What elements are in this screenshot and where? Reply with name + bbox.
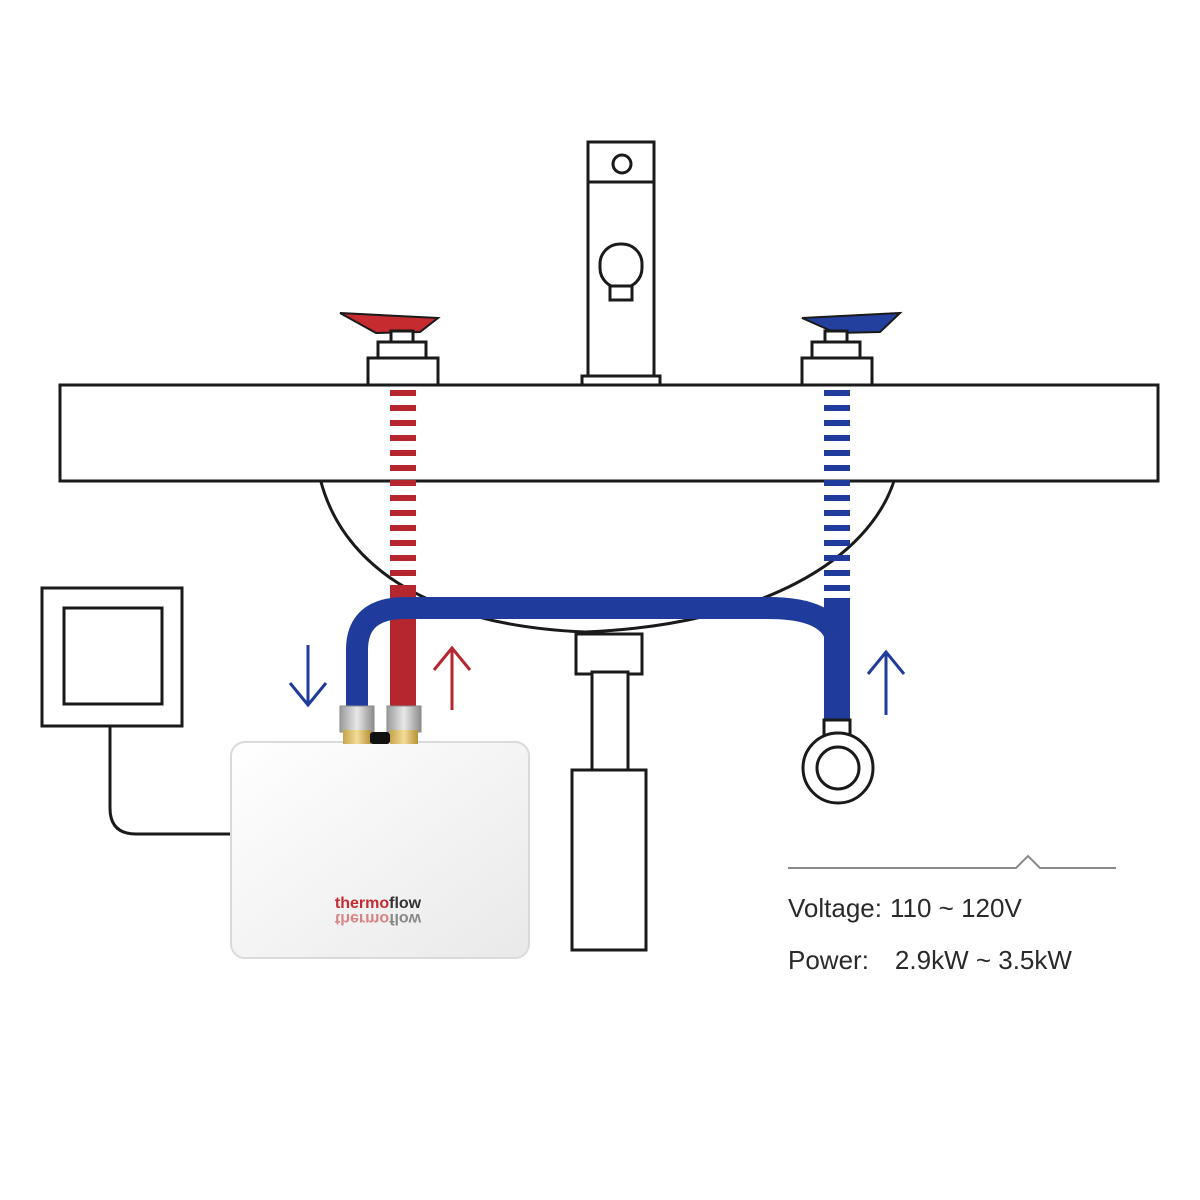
wall-switch	[40, 586, 184, 728]
brand-logo-reflection: thermoflow	[335, 910, 422, 927]
spec-divider	[788, 854, 1116, 869]
voltage-value: 110 ~ 120V	[889, 893, 1022, 923]
brand-logo-reflection-flow: flow	[389, 910, 422, 927]
brand-logo-thermo: thermo	[335, 895, 389, 912]
drain-trap	[570, 632, 648, 952]
power-label: Power:	[788, 945, 869, 975]
heater-fittings	[339, 705, 422, 744]
cold-to-heater-arrow-down-icon	[288, 645, 328, 708]
brand-logo-flow: flow	[389, 895, 422, 912]
power-cable	[108, 726, 232, 836]
voltage-label: Voltage:	[788, 893, 882, 923]
hot-out-arrow-up-icon	[432, 645, 472, 710]
brand-logo-reflection-thermo: thermo	[335, 910, 389, 927]
faucet	[580, 140, 662, 388]
countertop	[58, 383, 1160, 483]
hot-tap-handle	[339, 312, 441, 335]
sink-basin	[318, 476, 898, 634]
brand-logo: thermoflow	[335, 895, 422, 912]
hot-tap	[339, 312, 441, 388]
power-value: 2.9kW ~ 3.5kW	[894, 945, 1072, 975]
cold-tap	[800, 311, 903, 388]
cold-in-arrow-up-icon	[866, 649, 906, 715]
spec-voltage: Voltage:110 ~ 120V	[788, 893, 1022, 924]
cold-tap-handle	[801, 311, 903, 335]
angle-stop-valve	[801, 718, 875, 805]
spec-power: Power: 2.9kW ~ 3.5kW	[788, 945, 1072, 976]
